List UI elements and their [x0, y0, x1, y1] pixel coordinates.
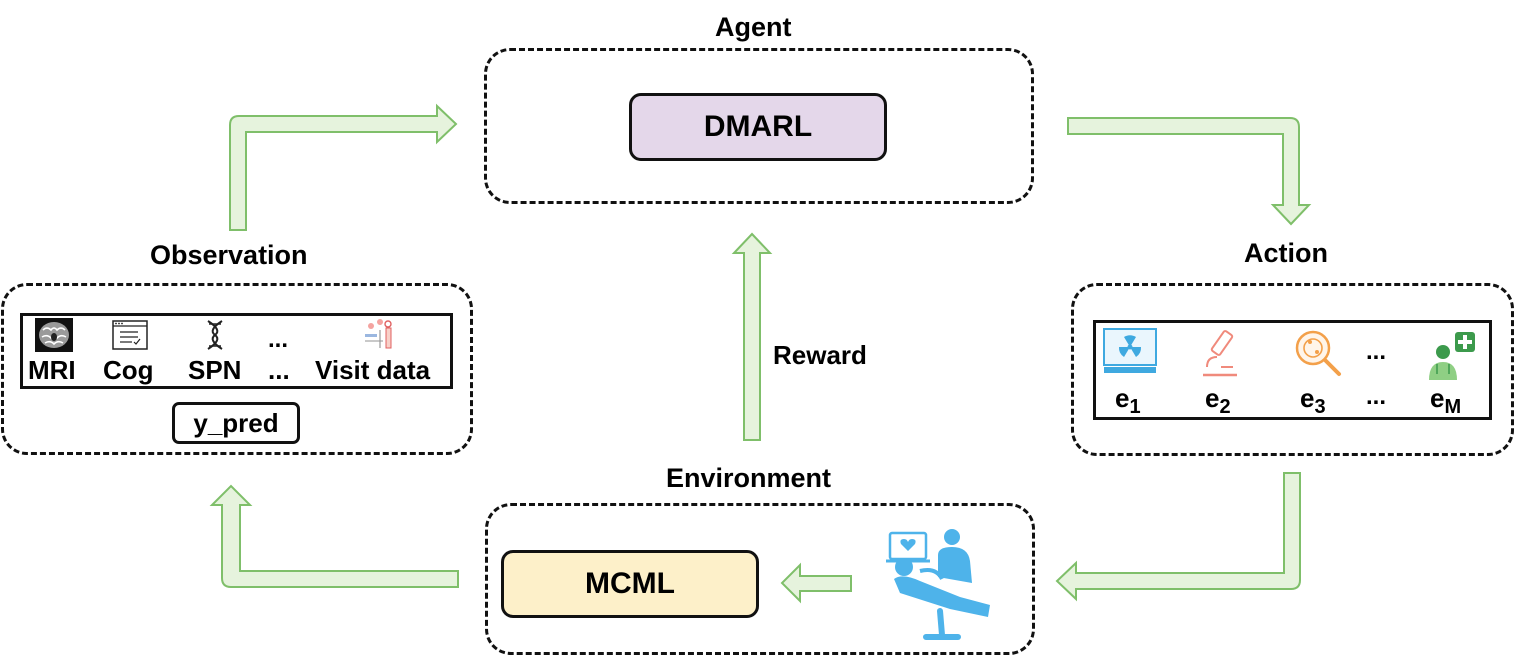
radiation-monitor-icon [1103, 328, 1157, 373]
spn-label: SPN [188, 355, 242, 385]
observation-ellipsis: ... [268, 355, 290, 385]
observation-to-agent-arrow [229, 103, 458, 231]
brain-mri-icon [35, 318, 73, 352]
dmarl-label: DMARL [703, 110, 813, 143]
cog-label: Cog [103, 355, 154, 385]
environment-title: Environment [666, 463, 832, 493]
environment-to-observation-arrow [209, 484, 459, 588]
observation-title: Observation [150, 240, 308, 270]
patient-doctor-icon [886, 529, 990, 640]
magnifier-icon [1295, 330, 1341, 376]
environment-box [485, 503, 1035, 655]
dmarl-model-box: DMARL [629, 93, 887, 161]
experts-box [1093, 320, 1492, 420]
agent-to-action-arrow [1067, 117, 1312, 226]
agent-title: Agent [715, 12, 792, 42]
mcml-label: MCML [585, 567, 675, 600]
mri-label: MRI [28, 355, 76, 385]
dna-icon [207, 320, 223, 350]
mcml-model-box: MCML [501, 550, 759, 618]
doctor-plus-icon [1429, 332, 1475, 380]
action-ellipsis-bottom: ... [1366, 383, 1387, 410]
patient-to-mcml-arrow [780, 562, 852, 604]
expert-em-label: eM [1430, 383, 1462, 419]
observation-ellipsis-top: ... [268, 326, 289, 353]
visit-data-icon [365, 319, 392, 349]
reward-label: Reward [773, 340, 867, 370]
observation-box [1, 283, 473, 455]
expert-e3-label: e3 [1300, 383, 1326, 419]
action-title: Action [1244, 238, 1328, 268]
expert-e2-label: e2 [1205, 383, 1231, 419]
observation-inputs-box [20, 313, 453, 389]
action-ellipsis-top: ... [1366, 338, 1387, 365]
reward-arrow [731, 232, 773, 441]
y-pred-label: y_pred [193, 407, 279, 438]
action-to-environment-arrow [1055, 472, 1301, 602]
visit-data-label: Visit data [315, 355, 431, 385]
y-pred-box: y_pred [172, 402, 300, 444]
agent-box [484, 48, 1034, 204]
expert-e1-label: e1 [1115, 383, 1141, 419]
cognitive-test-icon [112, 320, 148, 350]
microscope-icon [1203, 330, 1237, 377]
action-box [1071, 283, 1514, 456]
